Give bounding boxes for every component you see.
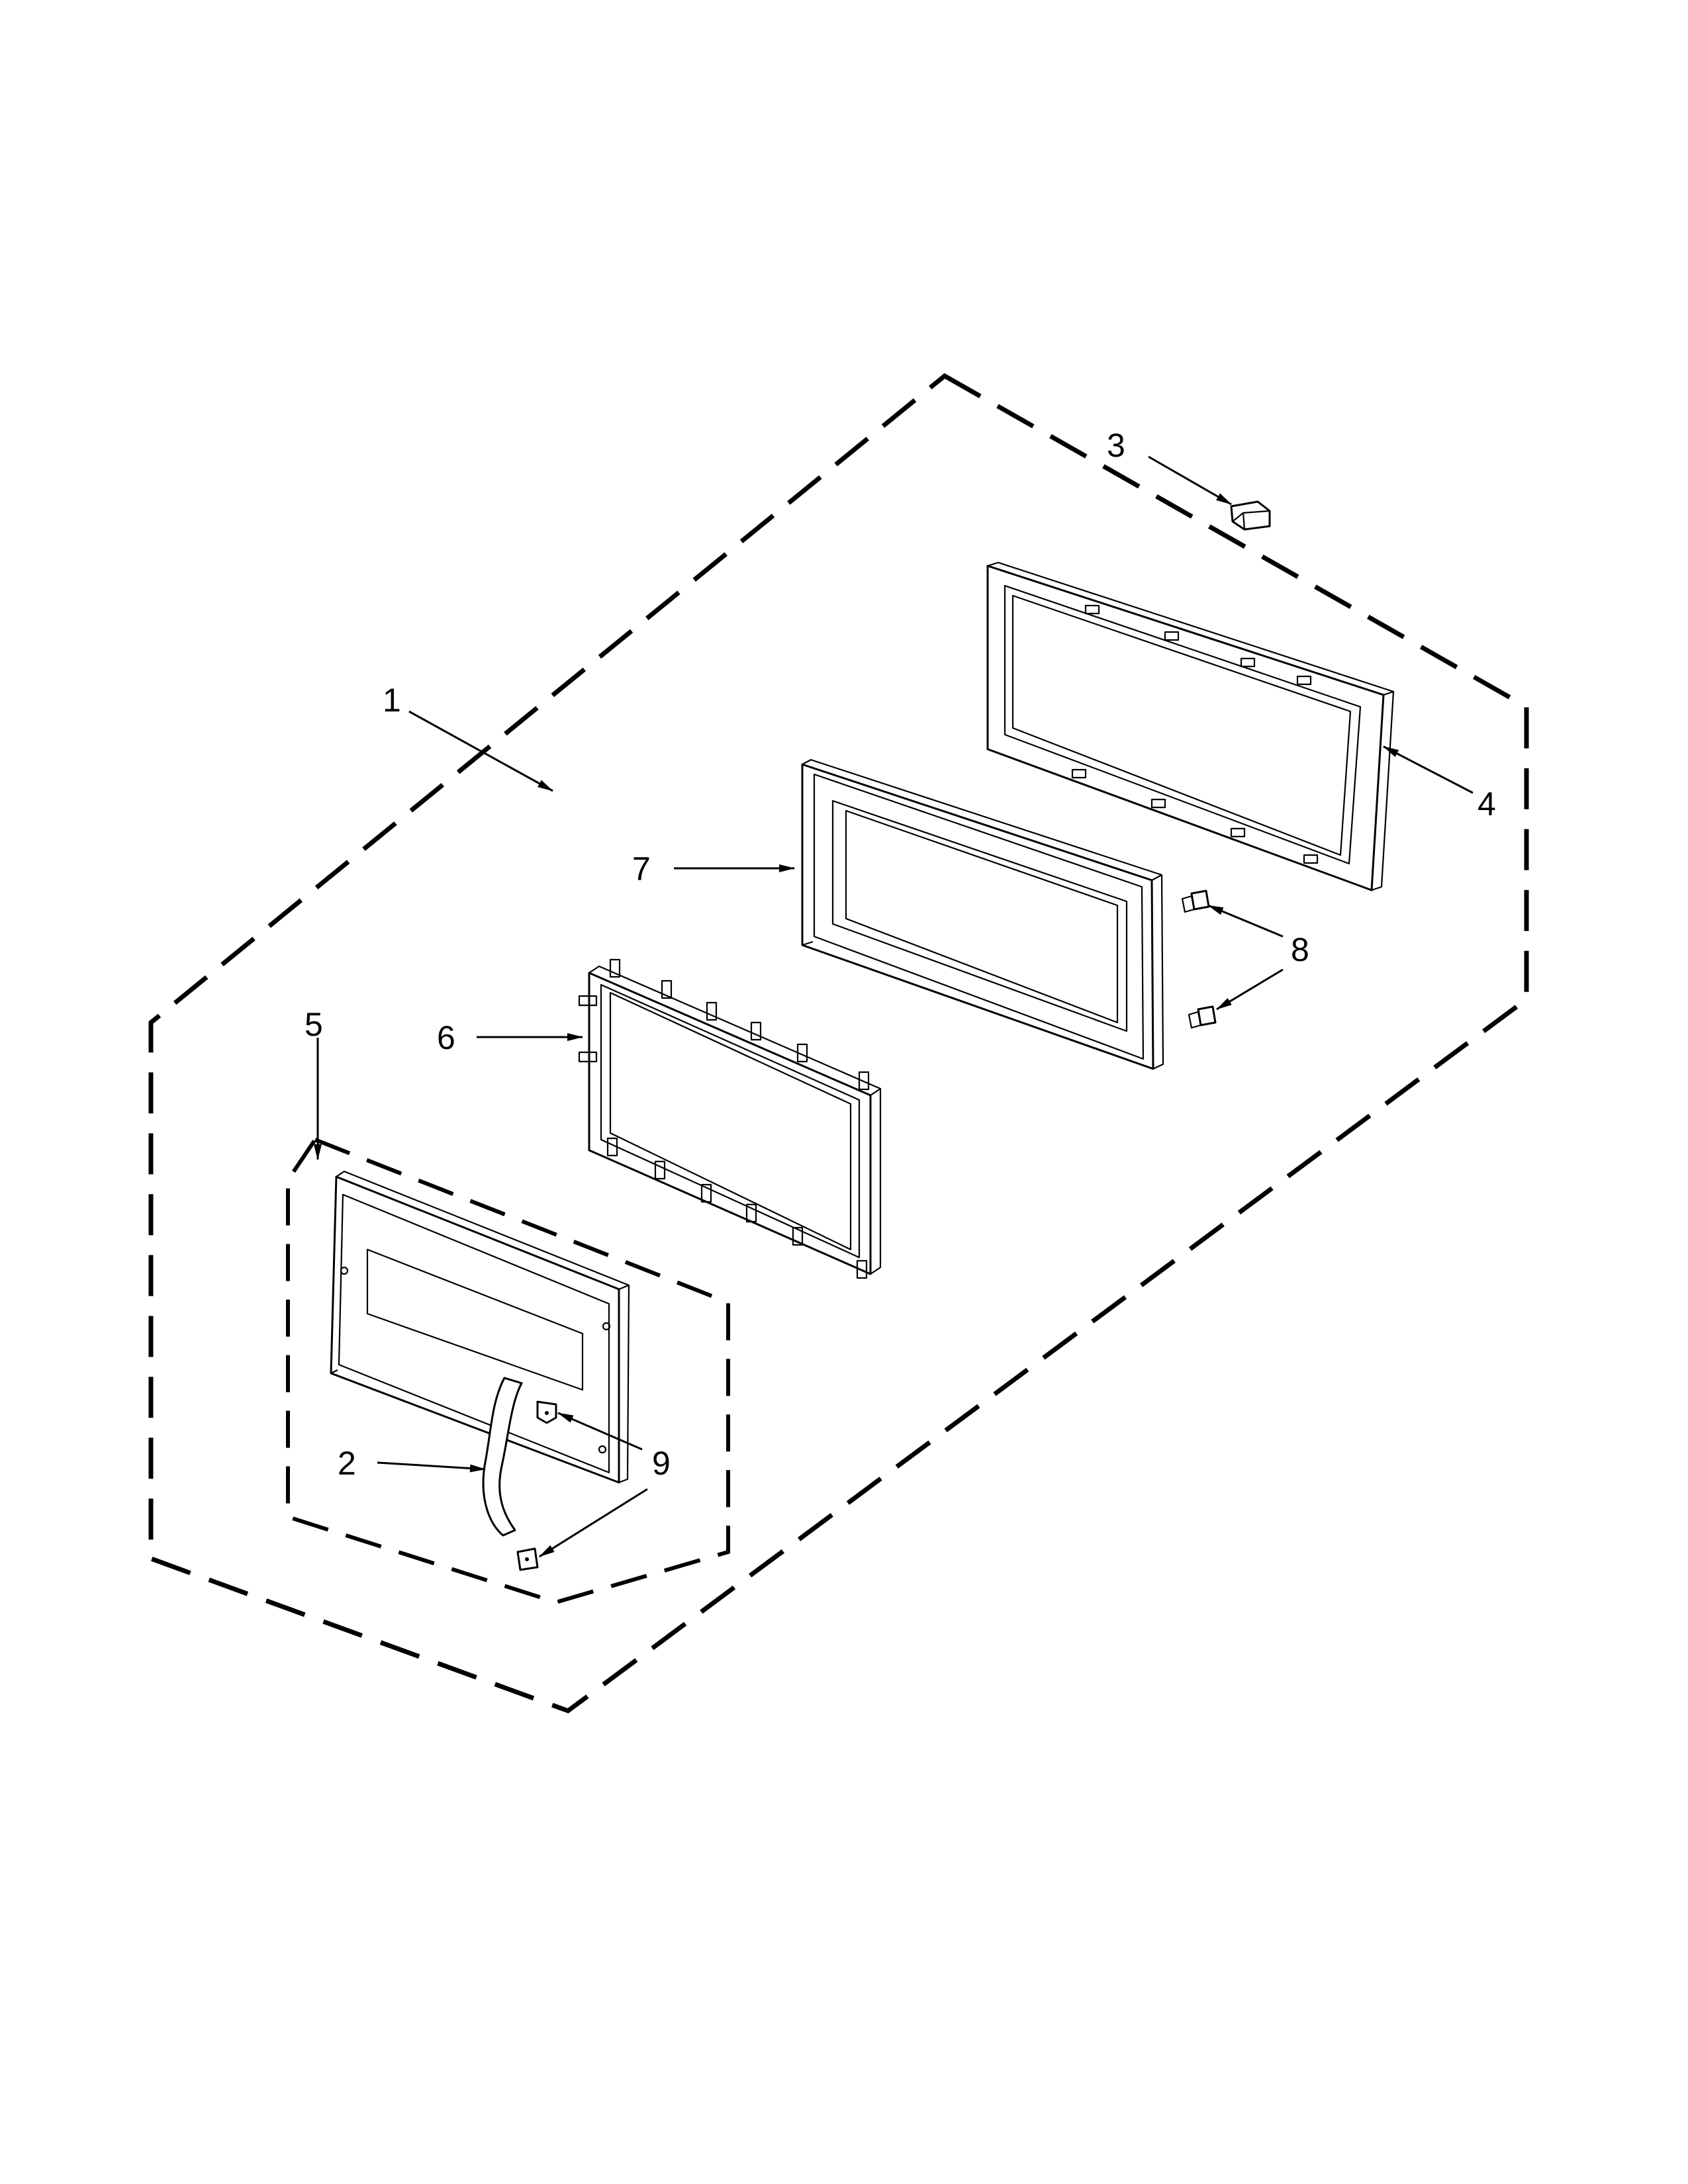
callout-1: 1 xyxy=(383,682,401,719)
callout-9: 9 xyxy=(652,1445,671,1482)
door-inner-panel-part-7 xyxy=(801,758,1164,1070)
leader-9b xyxy=(539,1488,648,1558)
frame-tabs-top xyxy=(1084,604,1312,686)
clip-part-3 xyxy=(1230,500,1271,531)
leader-8b xyxy=(1216,968,1284,1011)
screen-frame-pegs-left xyxy=(578,995,598,1063)
leader-3 xyxy=(1148,455,1232,506)
leader-4 xyxy=(1383,745,1474,794)
door-frame-part-4 xyxy=(986,561,1395,891)
frame-tabs-bottom xyxy=(1071,768,1319,864)
handle-part-2 xyxy=(482,1377,523,1537)
screen-frame-pegs-top xyxy=(609,958,870,1091)
callout-2: 2 xyxy=(338,1445,356,1482)
callout-6: 6 xyxy=(437,1019,455,1056)
callout-labels: 1 2 3 4 5 6 7 8 9 xyxy=(305,427,1496,1482)
hinge-part-8-upper xyxy=(1181,889,1210,913)
callout-5: 5 xyxy=(305,1006,323,1043)
screen-frame-part-6 xyxy=(578,958,882,1279)
callout-3: 3 xyxy=(1107,427,1125,464)
door-assembly-boundary xyxy=(148,373,1529,1713)
leader-9a xyxy=(557,1412,643,1451)
leader-1 xyxy=(408,710,553,792)
badge-part-9-upper xyxy=(536,1400,557,1424)
leader-2 xyxy=(377,1461,486,1473)
badge-part-9-lower xyxy=(516,1547,539,1571)
screen-frame-pegs-bottom xyxy=(606,1137,868,1279)
hinge-part-8-lower xyxy=(1188,1005,1217,1029)
outer-door-panel-part-5 xyxy=(330,1170,630,1484)
leader-lines xyxy=(314,455,1474,1558)
callout-8: 8 xyxy=(1291,931,1309,968)
callout-4: 4 xyxy=(1477,786,1496,823)
leader-8a xyxy=(1207,904,1284,938)
callout-7: 7 xyxy=(632,850,651,887)
